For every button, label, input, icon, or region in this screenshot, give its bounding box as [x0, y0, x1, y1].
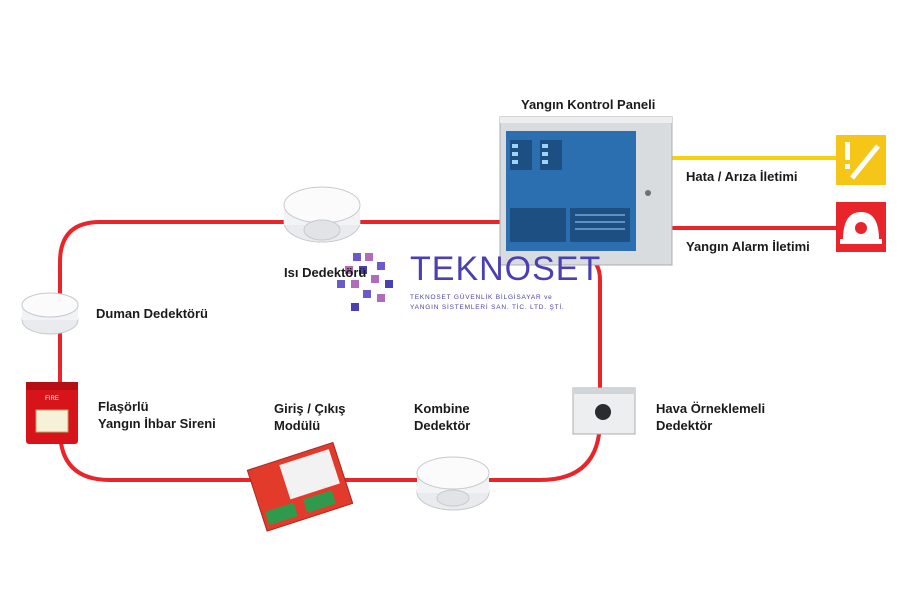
loop-line: [58, 220, 602, 482]
siren-label: Flaşörlü Yangın İhbar Sireni: [98, 398, 216, 432]
combined-detector-label: Kombine Dedektör: [414, 400, 470, 434]
flasher-siren: FIRE: [26, 382, 78, 444]
io-module-label-line1: Giriş / Çıkış: [274, 401, 346, 416]
smoke-detector: [21, 292, 79, 335]
io-module-label: Giriş / Çıkış Modülü: [274, 400, 346, 434]
fire-helmet-icon: [836, 202, 886, 252]
air-sampling-label-line1: Hava Örneklemeli: [656, 401, 766, 416]
io-module-label-line2: Modülü: [274, 418, 321, 433]
siren-fire-mark: FIRE: [45, 396, 59, 402]
fault-transmission-label: Hata / Arıza İletimi: [686, 169, 798, 184]
siren-label-line1: Flaşörlü: [98, 399, 149, 414]
combined-detector: [416, 456, 490, 511]
siren-label-line2: Yangın İhbar Sireni: [98, 416, 216, 431]
smoke-detector-label: Duman Dedektörü: [96, 306, 208, 321]
air-sampling-detector: [572, 387, 636, 435]
control-panel: [499, 116, 673, 266]
teknoset-logo-subtitle-line2: YANGIN SİSTEMLERİ SAN. TİC. LTD. ŞTİ.: [410, 304, 565, 311]
air-sampling-label-line2: Dedektör: [656, 418, 713, 433]
combined-detector-label-line2: Dedektör: [414, 418, 471, 433]
heat-detector-label: Isı Dedektörü: [284, 265, 367, 280]
air-sampling-label: Hava Örneklemeli Dedektör: [656, 400, 765, 434]
panel-label: Yangın Kontrol Paneli: [521, 97, 656, 112]
teknoset-logo-name: TEKNOSET: [410, 250, 602, 288]
fault-screwdriver-icon: [836, 135, 886, 185]
alarm-transmission-label: Yangın Alarm İletimi: [686, 239, 810, 254]
teknoset-logo-mark: [337, 253, 393, 311]
io-module: [246, 441, 354, 532]
heat-detector: [283, 186, 361, 243]
teknoset-logo-subtitle-line1: TEKNOSET GÜVENLİK BİLGİSAYAR ve: [410, 294, 553, 301]
combined-detector-label-line1: Kombine: [414, 401, 470, 416]
